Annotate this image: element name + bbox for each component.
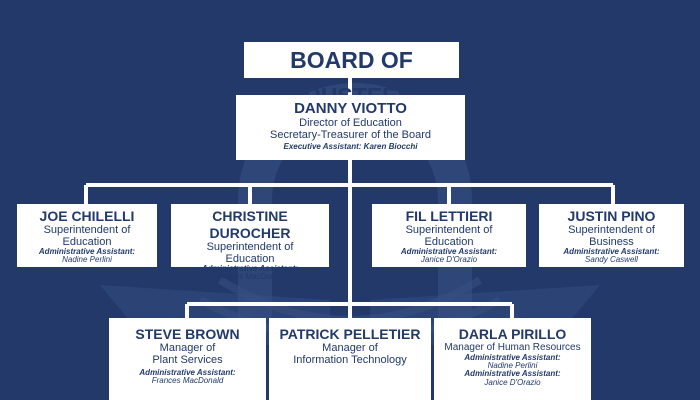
- assistant-name: Frances MacDonald: [214, 272, 286, 282]
- board-of-trustees-box: BOARD OF TRUSTEES: [244, 42, 459, 109]
- superintendent-box-pino: JUSTIN PINO Superintendent of Business A…: [539, 204, 684, 267]
- assistant-name: Nadine Perlini: [62, 255, 112, 265]
- manager-box-pelletier: PATRICK PELLETIER Manager of Information…: [269, 318, 431, 400]
- superintendent-name: CHRISTINE DUROCHER: [209, 208, 291, 241]
- director-role-line2: Secretary-Treasurer of the Board: [270, 128, 431, 141]
- superintendent-role-line1: Superintendent of: [206, 241, 294, 253]
- manager-role-line2: Information Technology: [293, 353, 407, 366]
- superintendent-role-line2: Business: [589, 235, 634, 248]
- assistant-label: Administrative Assistant:: [400, 247, 498, 257]
- manager-role-line1: Manager of Human Resources: [444, 342, 581, 353]
- superintendent-role-line2: Education: [225, 252, 275, 265]
- superintendent-role-line2: Education: [62, 235, 112, 248]
- superintendent-name: FIL LETTIERI: [405, 208, 493, 224]
- assistant-label: Administrative Assistant:: [563, 247, 660, 257]
- manager-name: DARLA PIRILLO: [458, 326, 567, 342]
- superintendent-box-durocher: CHRISTINE DUROCHER Superintendent of Edu…: [171, 204, 329, 281]
- assistant-name: Nadine Perlini: [487, 360, 538, 370]
- manager-role-line2: Plant Services: [152, 353, 223, 366]
- superintendent-role-line2: Education: [424, 235, 474, 248]
- assistant-label: Administrative Assistant:: [464, 352, 561, 362]
- assistant-name-2: Janice D'Orazio: [484, 377, 541, 387]
- superintendent-box-chilelli: JOE CHILELLI Superintendent of Education…: [17, 204, 157, 267]
- manager-role-line1: Manager of: [322, 342, 378, 354]
- manager-name: PATRICK PELLETIER: [279, 326, 421, 342]
- assistant-name: Janice D'Orazio: [420, 255, 478, 265]
- manager-box-brown: STEVE BROWN Manager of Plant Services Ad…: [109, 318, 266, 400]
- assistant-name: Frances MacDonald: [151, 376, 224, 386]
- assistant-label: Administrative Assistant:: [201, 264, 299, 274]
- manager-box-pirillo: DARLA PIRILLO Manager of Human Resources…: [434, 318, 591, 400]
- assistant-label: Administrative Assistant:: [38, 247, 136, 257]
- superintendent-name: JUSTIN PINO: [567, 208, 656, 224]
- director-box: DANNY VIOTTO Director of Education Secre…: [236, 95, 465, 160]
- superintendent-role-line1: Superintendent of: [43, 224, 131, 236]
- manager-name: STEVE BROWN: [135, 326, 240, 342]
- director-assistant: Executive Assistant: Karen Biocchi: [283, 142, 418, 152]
- assistant-label: Administrative Assistant:: [139, 368, 236, 378]
- manager-role-line1: Manager of: [159, 342, 216, 354]
- assistant-name: Sandy Caswell: [585, 255, 638, 265]
- director-role-line1: Director of Education: [299, 117, 402, 129]
- superintendent-role-line1: Superintendent of: [405, 224, 493, 236]
- superintendent-name: JOE CHILELLI: [39, 208, 135, 224]
- superintendent-role-line1: Superintendent of: [568, 224, 655, 236]
- director-name: DANNY VIOTTO: [294, 100, 407, 117]
- assistant-label-2: Administrative Assistant:: [464, 369, 561, 379]
- superintendent-box-lettieri: FIL LETTIERI Superintendent of Education…: [372, 204, 526, 267]
